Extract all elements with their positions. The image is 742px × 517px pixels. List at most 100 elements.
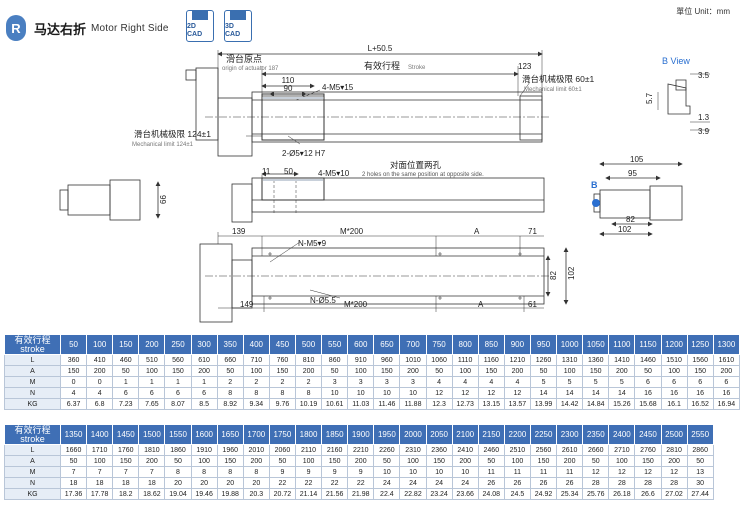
table-cell: 6 [138,387,166,399]
table-cell: 13.15 [477,398,505,410]
dim-overall: L+50.5 [368,44,393,53]
table-cell: 4 [425,376,453,388]
table-cell: 25.34 [556,488,584,500]
table-cell: 150 [321,455,349,467]
table-cell: 460 [112,354,140,366]
table-cell: 1210 [503,354,531,366]
table-cell: 20 [190,477,218,489]
table-cell: 50 [425,365,453,377]
table-cell: 26.6 [634,488,662,500]
table-cell: 1060 [425,354,453,366]
stroke-header-cell: 500 [294,334,323,355]
table-cell: 810 [294,354,323,366]
stroke-header-cell: 400 [242,334,270,355]
table-cell: 8.07 [164,398,192,410]
table-cell: 26 [477,477,505,489]
table-cell: 16.94 [712,398,741,410]
table-cell: 150 [634,455,662,467]
table-cell: 1860 [164,444,192,456]
table-cell: 14.84 [582,398,610,410]
table-cell: 23.24 [425,488,453,500]
table-cell: 11.03 [347,398,375,410]
dim-82-b: 82 [549,271,558,280]
row-label: M [4,466,61,478]
table-cell: 6 [112,387,140,399]
dim-90: 90 [284,84,293,93]
table-cell: 11.88 [399,398,427,410]
section-subtitle: Motor Right Side [91,22,169,34]
stroke-header-cell: 2150 [477,424,505,445]
label-opposite-en: 2 holes on the same position at opposite… [362,172,484,178]
table-cell: 26 [529,477,558,489]
b-mark: B [591,180,598,190]
dim-71: 71 [528,227,537,236]
end-plate-left [217,97,253,157]
table-cell: 23.66 [451,488,479,500]
table-cell: 6.8 [86,398,114,410]
table-cell: 8.5 [190,398,218,410]
table-cell: 12 [503,387,531,399]
stroke-header-cell: 900 [503,334,531,355]
stroke-header-cell: 100 [86,334,114,355]
table-cell: 21.98 [347,488,375,500]
row-label: M [4,376,61,388]
table-cell: 1110 [451,354,479,366]
cad-downloads: 2D CAD 3D CAD [186,10,252,42]
table-cell: 24 [373,477,401,489]
table-cell: 10 [373,466,401,478]
table-cell: 50 [268,455,296,467]
table-cell: 9 [268,466,296,478]
dim-82: 82 [626,215,635,224]
table-cell: 150 [216,455,244,467]
table-cell: 100 [347,365,375,377]
table-cell: 24 [451,477,479,489]
table-cell: 3 [347,376,375,388]
table-cell: 100 [451,365,479,377]
table-cell: 16 [686,387,714,399]
cad-3d-button[interactable]: 3D CAD [224,10,252,42]
table-cell: 19.88 [216,488,244,500]
stroke-header-cell: 650 [373,334,401,355]
table-cell: 22 [294,477,323,489]
table-cell: 15.68 [634,398,662,410]
table-cell: 12 [634,466,662,478]
section-badge: R [6,15,26,41]
table-cell: 100 [660,365,688,377]
stroke-header-cell: 850 [477,334,505,355]
table-cell: 10.61 [321,398,349,410]
dim-61: 61 [528,300,537,309]
table-cell: 11.46 [373,398,401,410]
table-cell: 20 [216,477,244,489]
table-cell: 150 [477,365,505,377]
table-cell: 12 [660,466,688,478]
dim-102: 102 [618,225,632,234]
section-header: R 马达右折 Motor Right Side [6,14,169,42]
table-cell: 11 [477,466,505,478]
stroke-header-cell: 1150 [634,334,662,355]
table-cell: 150 [164,365,192,377]
table-cell: 5 [556,376,584,388]
table-cell: 12 [582,466,610,478]
table-cell: 1610 [712,354,741,366]
stroke-header-cell: 250 [164,334,192,355]
table-cell: 5 [582,376,610,388]
motor-block-bottom [199,243,233,323]
table-cell: 200 [399,365,427,377]
stroke-header-cell: 1400 [86,424,114,445]
cad-2d-button[interactable]: 2D CAD [186,10,214,42]
table-cell: 28 [660,477,688,489]
table-cell: 5 [608,376,636,388]
table-cell: 9.76 [268,398,296,410]
table-cell: 50 [164,455,192,467]
table-cell: 8 [190,466,218,478]
stroke-header-cell: 950 [529,334,558,355]
stroke-header-cell: 2050 [425,424,453,445]
table-cell: 150 [582,365,610,377]
table-cell: 13 [686,466,714,478]
dim-66: 66 [159,195,168,204]
